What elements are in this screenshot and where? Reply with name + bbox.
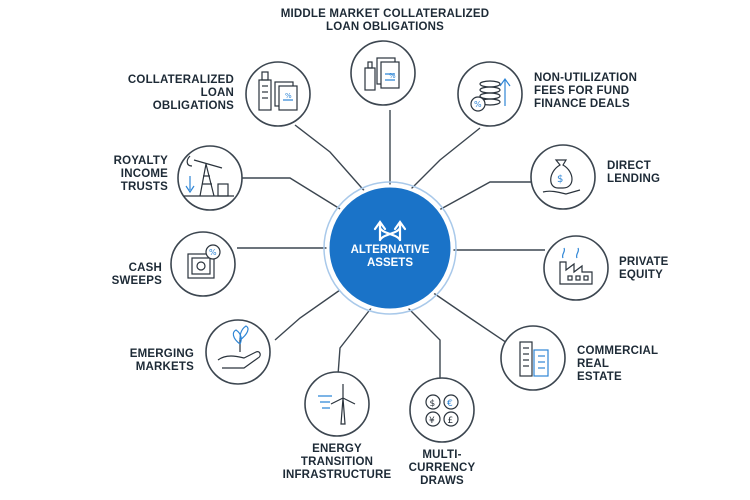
label-line: INFRASTRUCTURE: [282, 469, 392, 481]
label-line: TRANSITION: [300, 456, 374, 468]
label-line: NON-UTILIZATION: [534, 72, 638, 84]
connector-royalty-income-trusts: [238, 177, 346, 213]
label-line: EQUITY: [619, 269, 664, 281]
center-label-alternative-assets: ALTERNATIVE ASSETS: [330, 244, 450, 270]
label-royalty-income-trusts: ROYALTY INCOME TRUSTS: [70, 155, 168, 194]
label-line: ESTATE: [577, 371, 622, 383]
safe-percent-icon: %: [187, 244, 221, 279]
label-line: DRAWS: [420, 475, 464, 487]
label-energy-transition: ENERGY TRANSITION INFRASTRUCTURE: [262, 443, 412, 482]
label-line: INCOME: [120, 168, 168, 180]
connector-non-utilization-fees: [404, 127, 481, 196]
svg-text:£: £: [448, 416, 454, 426]
node-circle-cash-sweeps: [170, 231, 236, 297]
label-line: OBLIGATIONS: [152, 100, 234, 112]
connector-lines: [237, 110, 545, 380]
svg-text:¥: ¥: [429, 416, 435, 426]
label-line: TRUSTS: [120, 181, 168, 193]
coins-percent-arrow-icon: %: [470, 77, 511, 112]
label-emerging-markets: EMERGING MARKETS: [90, 348, 194, 374]
arrows-split-icon: [373, 220, 407, 242]
label-line: DIRECT: [607, 160, 652, 172]
label-line: LENDING: [607, 173, 661, 185]
connector-emerging-markets: [274, 289, 341, 341]
label-line: FEES FOR FUND: [534, 85, 630, 97]
buildings-document-icon: %: [364, 57, 400, 91]
label-line: REAL: [577, 358, 610, 370]
svg-text:%: %: [209, 248, 217, 257]
label-line: LOAN OBLIGATIONS: [326, 21, 444, 33]
hand-plant-icon: [217, 325, 261, 369]
label-non-utilization-fees: NON-UTILIZATION FEES FOR FUND FINANCE DE…: [534, 72, 674, 111]
currency-symbols-icon: $ € ¥ £: [425, 394, 459, 427]
label-multi-currency-draws: MULTI- CURRENCY DRAWS: [390, 449, 494, 488]
label-line: MIDDLE MARKET COLLATERALIZED: [280, 8, 490, 20]
label-private-equity: PRIVATE EQUITY: [619, 256, 719, 282]
label-line: SWEEPS: [111, 275, 162, 287]
svg-text:%: %: [285, 92, 292, 100]
connector-direct-lending: [429, 181, 535, 216]
label-line: ENERGY: [312, 443, 362, 455]
svg-text:%: %: [474, 100, 482, 109]
office-buildings-icon: [519, 341, 549, 377]
factory-icon: [559, 247, 593, 285]
label-line: CURRENCY: [408, 462, 476, 474]
center-label-line: ALTERNATIVE: [350, 244, 430, 256]
connector-clo: [294, 124, 369, 196]
center-circle: [326, 184, 454, 312]
oil-pump-icon: [184, 155, 234, 197]
node-circle-emerging-markets: [205, 319, 271, 385]
label-line: EMERGING: [129, 348, 194, 360]
wind-turbine-icon: [318, 384, 356, 425]
label-line: COMMERCIAL: [577, 345, 659, 357]
label-line: FINANCE DEALS: [534, 98, 630, 110]
node-circle-commercial-real-estate: [500, 325, 566, 391]
svg-text:€: €: [447, 399, 453, 409]
svg-text:$: $: [430, 399, 436, 409]
buildings-document-icon: %: [258, 71, 298, 111]
connector-commercial-real-estate: [431, 291, 511, 346]
label-line: ROYALTY: [113, 155, 168, 167]
label-direct-lending: DIRECT LENDING: [607, 160, 707, 186]
label-line: MARKETS: [135, 361, 194, 373]
node-circle-non-utilization-fees: [457, 61, 523, 127]
hand-money-bag-icon: $: [542, 159, 581, 195]
label-middle-market-clo: MIDDLE MARKET COLLATERALIZED LOAN OBLIGA…: [265, 8, 505, 34]
label-line: MULTI-: [422, 449, 462, 461]
connector-energy-transition: [337, 306, 373, 376]
label-line: PRIVATE: [619, 256, 669, 268]
svg-text:%: %: [389, 72, 396, 80]
connector-multi-currency-draws: [404, 304, 441, 380]
center-ring: [323, 181, 457, 315]
label-commercial-real-estate: COMMERCIAL REAL ESTATE: [577, 345, 687, 384]
node-circle-direct-lending: [530, 144, 596, 210]
label-clo: COLLATERALIZED LOAN OBLIGATIONS: [100, 74, 234, 113]
node-circle-private-equity: [543, 235, 609, 301]
node-circle-energy-transition: [304, 371, 370, 437]
label-line: CASH: [128, 262, 162, 274]
center-label-line: ASSETS: [366, 257, 413, 269]
label-line: COLLATERALIZED: [127, 74, 234, 86]
node-circle-multi-currency-draws: [409, 377, 475, 443]
svg-text:$: $: [557, 174, 563, 185]
label-line: LOAN: [200, 87, 234, 99]
label-cash-sweeps: CASH SWEEPS: [70, 262, 162, 288]
